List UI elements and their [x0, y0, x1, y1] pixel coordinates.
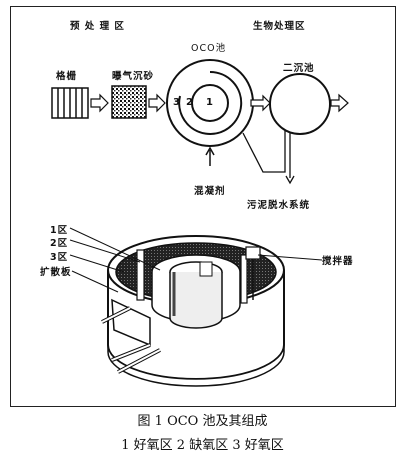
figure-frame [10, 6, 396, 407]
zone-2-label: 2区 [50, 238, 69, 249]
flow-arrow [148, 93, 166, 113]
sludge-return-lines [242, 130, 295, 185]
figure-legend: 1 好氧区 2 缺氧区 3 好氧区 [121, 438, 284, 453]
zone-1-label: 1区 [50, 225, 69, 236]
secondary-clarifier-plan [269, 73, 331, 135]
flow-arrow [250, 94, 271, 112]
ring-1-label: 1 [206, 97, 213, 108]
ring-3-label: 3 [173, 97, 180, 108]
figure-caption: 图 1 OCO 池及其组成 [137, 414, 268, 429]
diffuser-label: 扩散板 [40, 267, 72, 278]
mixer-label: 搅拌器 [322, 256, 354, 267]
bio-zone-label: 生物处理区 [253, 21, 306, 32]
effluent-arrow [330, 93, 349, 113]
flow-arrow [90, 93, 109, 113]
ring-2-label: 2 [186, 97, 193, 108]
oco-pool-plan [166, 59, 254, 147]
grille-box [51, 87, 89, 119]
oco-tank-cutaway [69, 227, 323, 387]
aerated-grit-label: 曝气沉砂 [112, 71, 155, 82]
coagulant-arrow [205, 146, 215, 166]
sludge-dewatering-label: 污泥脱水系统 [247, 200, 311, 211]
pretreatment-zone-label: 预 处 理 区 [70, 21, 125, 32]
zone-3-label: 3区 [50, 252, 69, 263]
grille-label: 格栅 [56, 71, 78, 82]
aerated-grit-box [111, 85, 147, 119]
coagulant-label: 混凝剂 [194, 186, 226, 197]
secondary-clarifier-label: 二沉池 [283, 63, 315, 74]
oco-pool-label: OCO池 [191, 43, 227, 54]
